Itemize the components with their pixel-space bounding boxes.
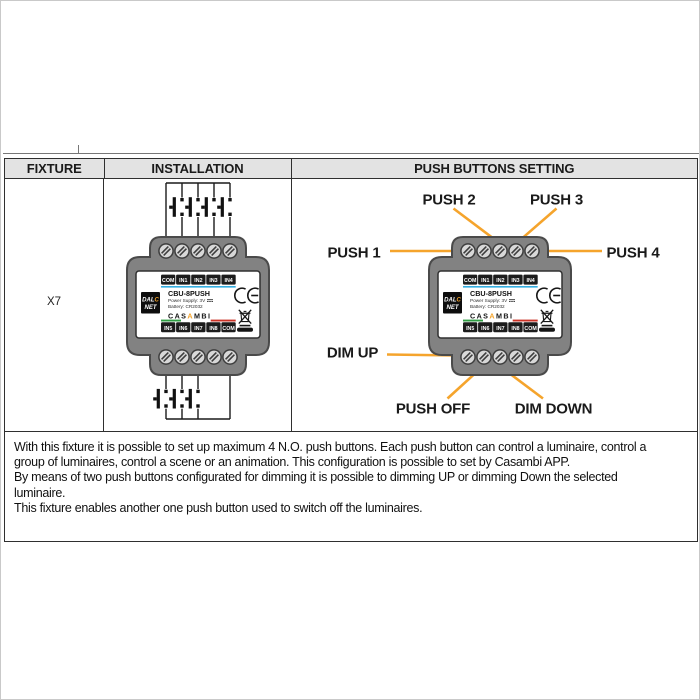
dim-up-label: DIM UP	[326, 344, 379, 362]
dim-down-label: DIM DOWN	[514, 400, 593, 418]
column-divider	[291, 178, 293, 432]
description-cell: With this fixture it is possible to set …	[4, 431, 698, 542]
push2-label: PUSH 2	[422, 191, 476, 208]
column-divider	[103, 178, 105, 432]
push-off-label: PUSH OFF	[395, 400, 471, 418]
table-body-row	[4, 178, 698, 432]
push4-label: PUSH 4	[606, 244, 660, 262]
cropped-column-border	[78, 145, 79, 153]
table-header-row: FIXTURE INSTALLATION PUSH BUTTONS SETTIN…	[4, 157, 698, 179]
push3-label: PUSH 3	[530, 191, 583, 208]
header-push-buttons-setting: PUSH BUTTONS SETTING	[414, 160, 575, 176]
push1-label: PUSH 1	[327, 244, 381, 262]
cropped-row-divider	[3, 152, 699, 154]
fixture-quantity: X7	[46, 296, 62, 308]
header-fixture: FIXTURE	[5, 158, 105, 178]
header-installation: INSTALLATION	[105, 158, 292, 178]
description-text: With this fixture it is possible to set …	[14, 439, 647, 516]
